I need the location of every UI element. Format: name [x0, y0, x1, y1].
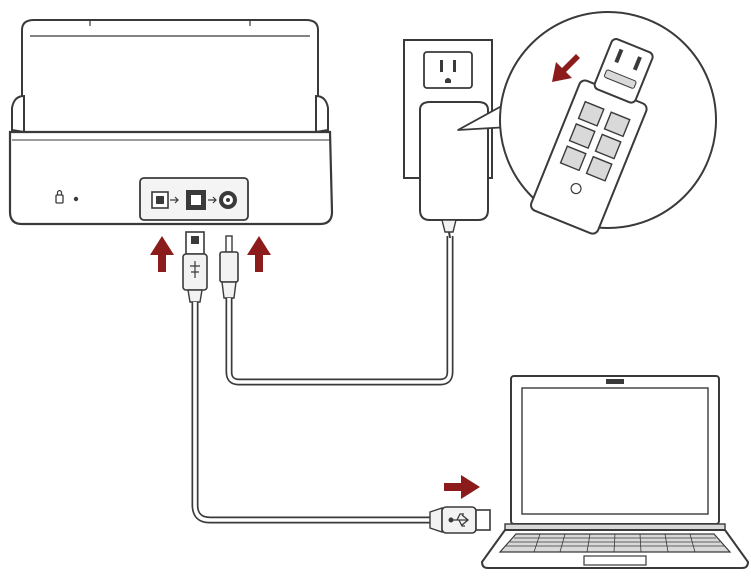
outlet-socket: [423, 51, 473, 89]
usb-port-icon: [186, 190, 217, 210]
laptop-screen: [521, 387, 709, 515]
dc-plug-body: [219, 251, 239, 283]
insert-arrow-icon: [552, 54, 580, 82]
power-cable: [219, 235, 454, 386]
usb-a-plug-tip: [475, 509, 491, 531]
plug-detail-callout: [457, 11, 717, 235]
insert-arrow-icon: [150, 236, 174, 272]
scanner-paper-chute: [21, 19, 319, 133]
lock-icon: [55, 189, 79, 204]
power-port-icon: [219, 191, 237, 209]
scanner-left-wing: [11, 94, 25, 134]
laptop-touchpad: [583, 555, 647, 566]
laptop-computer: [480, 375, 750, 569]
insert-arrow-icon: [247, 236, 271, 272]
usb-cable: [182, 231, 491, 534]
usb-icon: [448, 513, 470, 527]
usb-port-icon: [151, 191, 179, 209]
scanner-right-wing: [315, 94, 329, 134]
insert-arrow-icon: [444, 475, 480, 499]
scanner-device: [8, 19, 334, 226]
plug-head: [593, 38, 654, 104]
ac-adapter: [419, 101, 489, 239]
